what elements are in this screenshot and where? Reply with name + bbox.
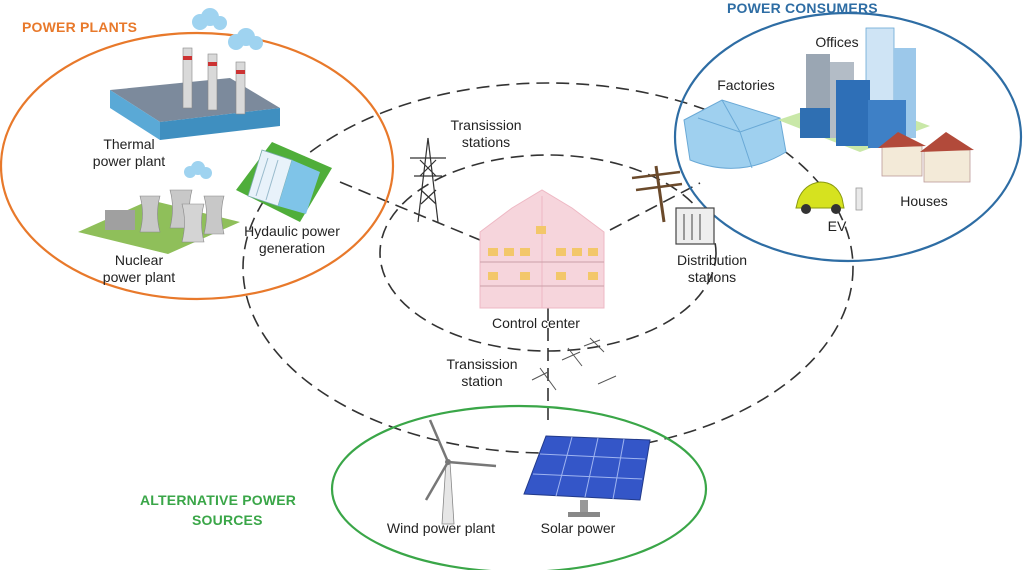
connector-plants — [339, 181, 481, 241]
label-transmission-station: Transission station — [436, 356, 528, 390]
label-nuclear: Nuclear power plant — [94, 252, 184, 286]
label-distribution-line2: stations — [687, 269, 737, 285]
label-hydro-line2: generation — [258, 240, 326, 256]
transmission-tower-icon — [531, 337, 617, 391]
connector-consumers — [609, 182, 701, 231]
label-houses: Houses — [900, 193, 948, 209]
section-power-consumers: POWER CONSUMERS — [727, 0, 878, 16]
label-transmission-station-line2: station — [461, 373, 503, 389]
wind-turbine-icon — [424, 419, 497, 525]
label-nuclear-line1: Nuclear — [114, 252, 164, 268]
ev-car-icon — [795, 181, 863, 214]
label-distribution: Distribution stations — [662, 252, 762, 286]
cloud-icon — [184, 8, 263, 179]
thermal-plant-icon — [110, 47, 280, 140]
nuclear-plant-icon — [78, 189, 240, 254]
label-ev: EV — [827, 218, 847, 234]
label-thermal: Thermal power plant — [84, 136, 174, 170]
label-hydro: Hydaulic power generation — [232, 223, 352, 257]
alternative-sources-ring — [330, 404, 708, 570]
factory-icon — [683, 99, 787, 169]
label-control-center: Control center — [492, 315, 580, 331]
label-transmission-station-line1: Transission — [446, 356, 518, 372]
transmission-tower-icon — [410, 137, 446, 223]
label-thermal-line1: Thermal — [103, 136, 155, 152]
label-distribution-line1: Distribution — [676, 252, 748, 268]
label-solar: Solar power — [540, 520, 616, 536]
power-consumers-ring — [673, 11, 1023, 263]
label-factories: Factories — [717, 77, 775, 93]
label-transmission-stations: Transission stations — [436, 117, 536, 151]
hydro-dam-icon — [236, 142, 332, 222]
label-transmission-stations-line1: Transission — [450, 117, 522, 133]
solar-panel-icon — [523, 435, 651, 517]
power-plants-ring — [0, 31, 395, 301]
house-icon — [878, 132, 974, 183]
label-nuclear-line2: power plant — [102, 269, 176, 285]
control-center-building-icon — [479, 189, 605, 309]
label-wind: Wind power plant — [386, 520, 496, 536]
section-alternative-line1: ALTERNATIVE POWER — [140, 492, 297, 508]
label-hydro-line1: Hydaulic power — [244, 223, 340, 239]
label-transmission-stations-line2: stations — [461, 134, 511, 150]
label-offices: Offices — [815, 34, 859, 50]
section-alternative-line2: SOURCES — [192, 512, 263, 528]
distribution-pole-icon — [631, 165, 715, 245]
section-power-plants: POWER PLANTS — [22, 19, 138, 35]
label-thermal-line2: power plant — [92, 153, 166, 169]
